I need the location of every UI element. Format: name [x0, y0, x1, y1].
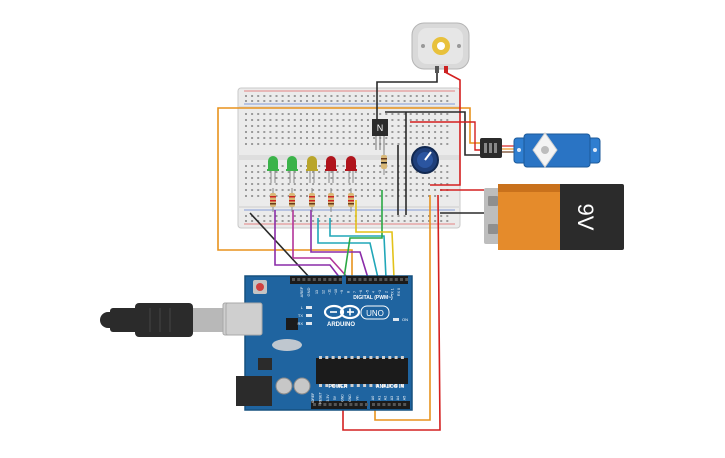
power-label: POWER: [329, 384, 348, 390]
led-array: [267, 156, 357, 212]
wire-teal-5: [329, 218, 387, 279]
wire-orange-right: [374, 195, 431, 421]
power-pin-label: 5V: [333, 395, 337, 400]
wire-teal-4: [317, 218, 379, 279]
resistor-4[interactable]: [328, 188, 334, 212]
digital-pin-label: TX 1: [391, 288, 395, 296]
led-red-4[interactable]: [325, 156, 337, 183]
breadboard-holes: [245, 95, 449, 222]
digital-pin-label: 4: [372, 291, 376, 293]
usb-port: [225, 302, 263, 336]
resistor-5[interactable]: [348, 188, 354, 212]
resistor-2[interactable]: [289, 188, 295, 212]
wire-yellow: [355, 200, 395, 279]
power-pin-label: IOREF: [311, 393, 315, 403]
power-pin-label: GND: [341, 394, 345, 402]
resistor-3[interactable]: [309, 188, 315, 212]
dc-motor-icon[interactable]: [411, 22, 470, 73]
digital-pin-label: ~5: [365, 290, 369, 294]
l-label: L: [301, 305, 304, 310]
digital-label: DIGITAL (PWM~): [353, 295, 393, 301]
wire-black-servo: [385, 111, 484, 156]
wire-purple-1: [274, 210, 341, 279]
wire-red-motor: [430, 71, 461, 186]
arduino-logo: [323, 304, 361, 320]
digital-pin-label: ~10: [334, 289, 338, 295]
analog-pin-label: A4: [396, 396, 400, 400]
tx-label: TX: [298, 313, 303, 318]
led-green-1[interactable]: [267, 156, 279, 183]
on-label: ON: [402, 317, 408, 322]
microcontroller-chip: [316, 358, 408, 384]
power-pin-label: GND: [348, 394, 352, 402]
wire-green: [343, 190, 383, 279]
digital-pin-label: ~11: [328, 289, 332, 295]
led-green-2[interactable]: [286, 156, 298, 183]
wire-red-right: [342, 194, 441, 431]
resistor-1[interactable]: [270, 188, 276, 212]
analog-pin-label: A0: [371, 396, 375, 400]
power-jack: [236, 376, 272, 406]
battery-label: 9V: [573, 204, 598, 231]
analog-pin-label: A1: [377, 396, 381, 400]
brand-label: ARDUINO: [327, 322, 355, 328]
digital-pin-label: 12: [321, 290, 325, 294]
rx-label: RX: [297, 321, 303, 326]
battery-icon[interactable]: 9V: [484, 184, 624, 250]
digital-pin-label: 13: [315, 290, 319, 294]
analog-pin-label: A5: [403, 396, 407, 400]
digital-pin-label: ~6: [359, 290, 363, 294]
aref-label: AREF: [299, 286, 304, 297]
digital-pin-label: ~9: [340, 290, 344, 294]
resistor-transistor[interactable]: [381, 150, 387, 175]
power-pin-label: 3.3V: [326, 394, 330, 402]
digital-pin-label: 2: [384, 291, 388, 293]
wires: [217, 71, 490, 431]
digital-pin-label: 7: [353, 291, 357, 293]
analog-pin-label: A3: [390, 396, 394, 400]
wire-black-motor: [376, 72, 438, 122]
led-red-5[interactable]: [345, 156, 357, 183]
transistor[interactable]: N: [372, 119, 388, 150]
wire-black-gnd: [249, 212, 311, 279]
wire-red-servo: [410, 121, 484, 151]
led-yellow-3[interactable]: [306, 156, 318, 183]
wire-magenta-2: [292, 210, 349, 279]
digital-pin-label: ~3: [378, 290, 382, 294]
digital-pin-label: RX 0: [397, 288, 401, 296]
header-top-left: [290, 276, 342, 284]
gnd-label: GND: [306, 287, 311, 296]
wire-orange-left-loop: [217, 107, 353, 278]
transistor-label: N: [377, 123, 384, 133]
power-pin-label: RESET: [318, 392, 322, 403]
potentiometer-icon[interactable]: [411, 146, 439, 174]
servo-icon[interactable]: [480, 132, 601, 168]
analog-pin-label: A2: [384, 396, 388, 400]
digital-pin-label: 8: [347, 291, 351, 293]
analog-label: ANALOG IN: [376, 384, 404, 390]
wire-purple-3: [310, 210, 369, 279]
model-label: UNO: [366, 309, 384, 318]
power-pin-label: Vin: [355, 395, 359, 400]
